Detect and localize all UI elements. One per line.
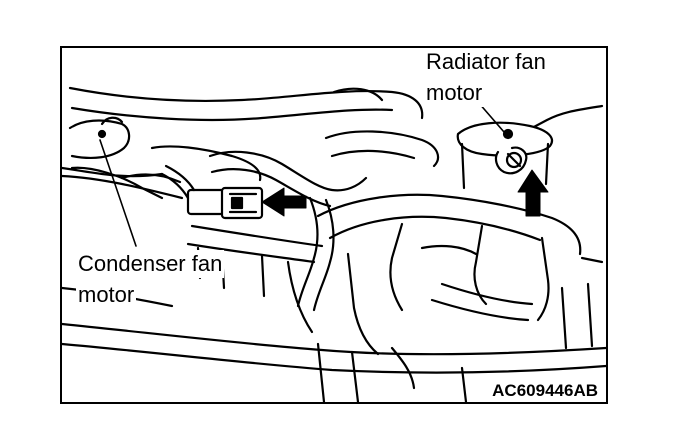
radiator-crossmember <box>186 224 534 356</box>
condenser-fan-arrow <box>261 187 307 217</box>
engine-bay-line-drawing <box>62 86 606 402</box>
hoses <box>208 130 440 312</box>
radiator-fan-motor <box>456 121 554 190</box>
condenser-fan-motor-label-line2: motor <box>76 281 137 309</box>
radiator-fan-arrow <box>517 169 549 217</box>
leader-line-condenser <box>99 139 137 247</box>
left-components <box>62 116 262 200</box>
figure-code: AC609446AB <box>490 380 600 402</box>
leader-lines <box>99 101 505 247</box>
illustration-frame: Radiator fan motor Condenser fan motor A… <box>60 46 608 404</box>
condenser-fan-connector <box>62 164 264 220</box>
upper-radiator-support <box>68 86 604 130</box>
radiator-fan-motor-label-line1: Radiator fan <box>424 48 548 76</box>
condenser-fan-motor-label-line1: Condenser fan <box>76 250 225 278</box>
lower-support <box>62 282 606 402</box>
fan-shroud <box>316 193 604 322</box>
leader-line-radiator <box>477 101 505 133</box>
radiator-fan-motor-label-line2: motor <box>424 79 485 107</box>
